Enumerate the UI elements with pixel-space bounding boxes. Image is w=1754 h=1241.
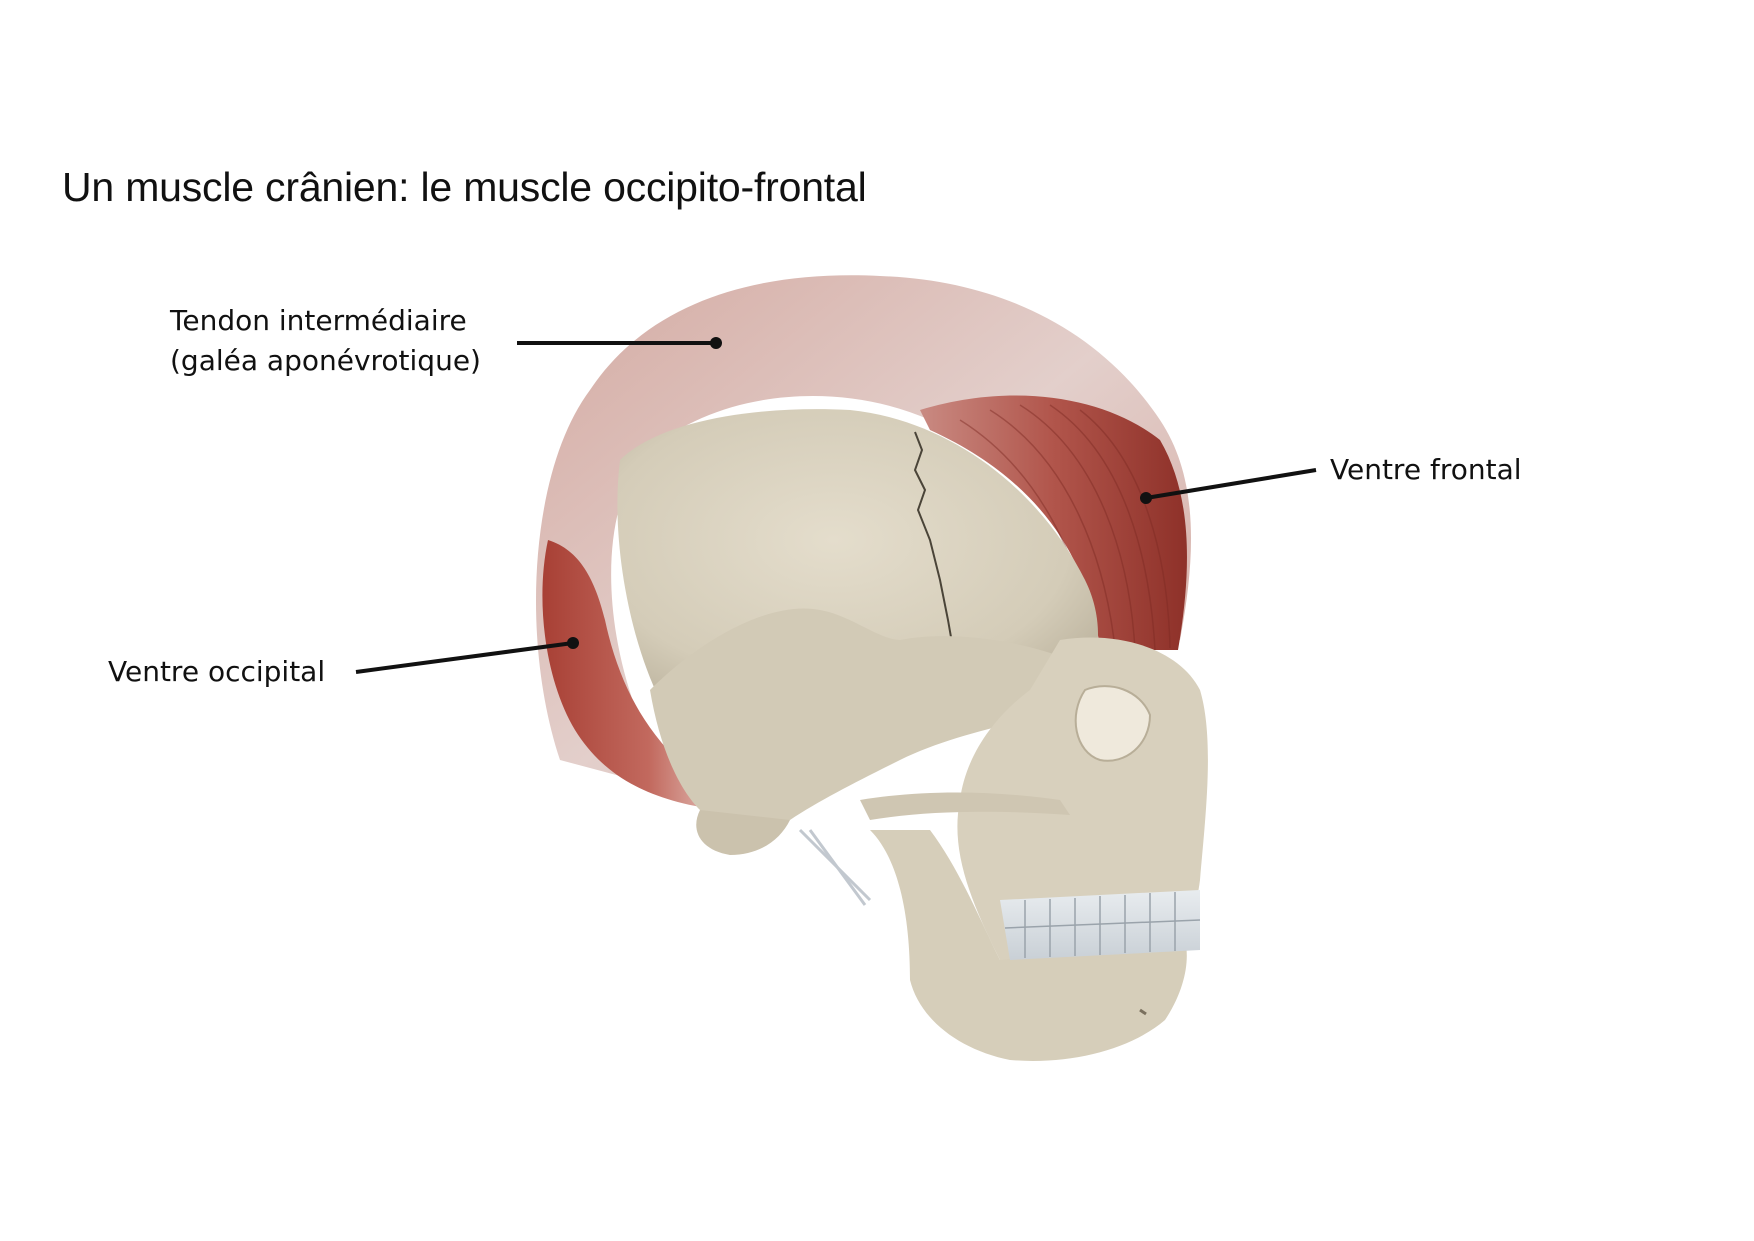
page-title: Un muscle crânien: le muscle occipito-fr…: [62, 164, 867, 210]
occipital-belly: [542, 540, 720, 810]
temporal-bone: [650, 608, 1090, 855]
label-tendon-line2: (galéa aponévrotique): [170, 344, 481, 377]
facial-skeleton: [860, 637, 1208, 960]
leader-line-tendon: [517, 337, 722, 349]
label-tendon-line1: Tendon intermédiaire: [170, 304, 467, 337]
frontal-belly: [920, 395, 1187, 651]
label-ventre-occipital: Ventre occipital: [108, 655, 326, 688]
orbit: [1074, 685, 1152, 762]
mandible: [870, 830, 1187, 1061]
zygomatic-arch: [860, 792, 1070, 820]
leader-line-frontal: [1140, 468, 1317, 504]
label-tendon-intermediaire: Tendon intermédiaire (galéa aponévrotiqu…: [170, 301, 481, 381]
mental-foramen: [1139, 1008, 1147, 1016]
teeth: [1000, 890, 1201, 960]
label-ventre-frontal: Ventre frontal: [1330, 453, 1522, 486]
leader-line-occipital: [355, 637, 579, 674]
stylomandibular-ligament: [798, 828, 872, 906]
